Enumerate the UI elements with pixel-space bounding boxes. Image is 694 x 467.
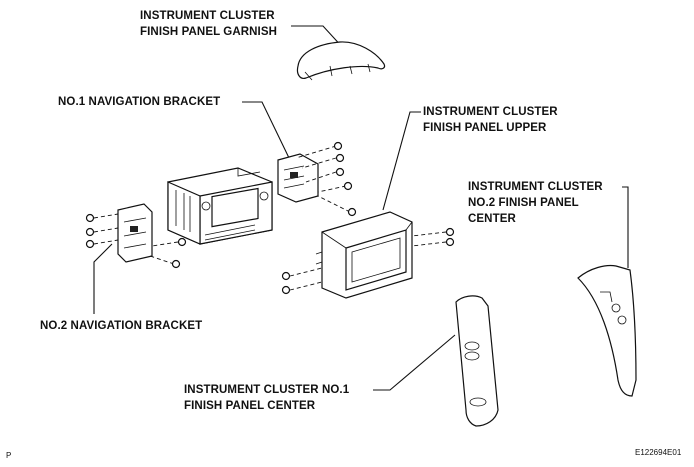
finish-panel-upper-part bbox=[315, 211, 413, 299]
label-upper-line2: FINISH PANEL UPPER bbox=[423, 122, 547, 134]
navigation-unit-part bbox=[167, 167, 273, 245]
label-upper-line1: INSTRUMENT CLUSTER bbox=[423, 106, 558, 118]
leader-no1-center bbox=[373, 334, 456, 391]
screw-set bbox=[85, 141, 455, 295]
leader-nav-bracket-2 bbox=[93, 243, 113, 314]
corner-mark: P bbox=[6, 451, 12, 460]
no1-finish-panel-center-part bbox=[455, 295, 499, 427]
label-garnish-line2: FINISH PANEL GARNISH bbox=[140, 26, 278, 38]
figure-code: E122694E01 bbox=[635, 448, 682, 457]
no2-finish-panel-center-part bbox=[577, 264, 637, 397]
label-garnish-line1: INSTRUMENT CLUSTER bbox=[140, 10, 275, 22]
label-nav-bracket-1: NO.1 NAVIGATION BRACKET bbox=[58, 96, 221, 108]
label-no2-center-line3: CENTER bbox=[468, 213, 516, 225]
leader-lines bbox=[93, 25, 629, 391]
label-nav-bracket-2: NO.2 NAVIGATION BRACKET bbox=[40, 320, 203, 332]
leader-no2-center bbox=[622, 186, 629, 268]
finish-panel-garnish-part bbox=[296, 41, 386, 81]
label-no1-center-line1: INSTRUMENT CLUSTER NO.1 bbox=[184, 384, 350, 396]
label-no2-center-line2: NO.2 FINISH PANEL bbox=[468, 197, 579, 209]
label-no1-center-line2: FINISH PANEL CENTER bbox=[184, 400, 316, 412]
no2-navigation-bracket-part bbox=[117, 203, 153, 263]
no1-navigation-bracket-part bbox=[277, 153, 319, 203]
leader-nav-bracket-1 bbox=[242, 101, 291, 161]
label-no2-center-line1: INSTRUMENT CLUSTER bbox=[468, 181, 603, 193]
leader-upper bbox=[382, 111, 421, 211]
